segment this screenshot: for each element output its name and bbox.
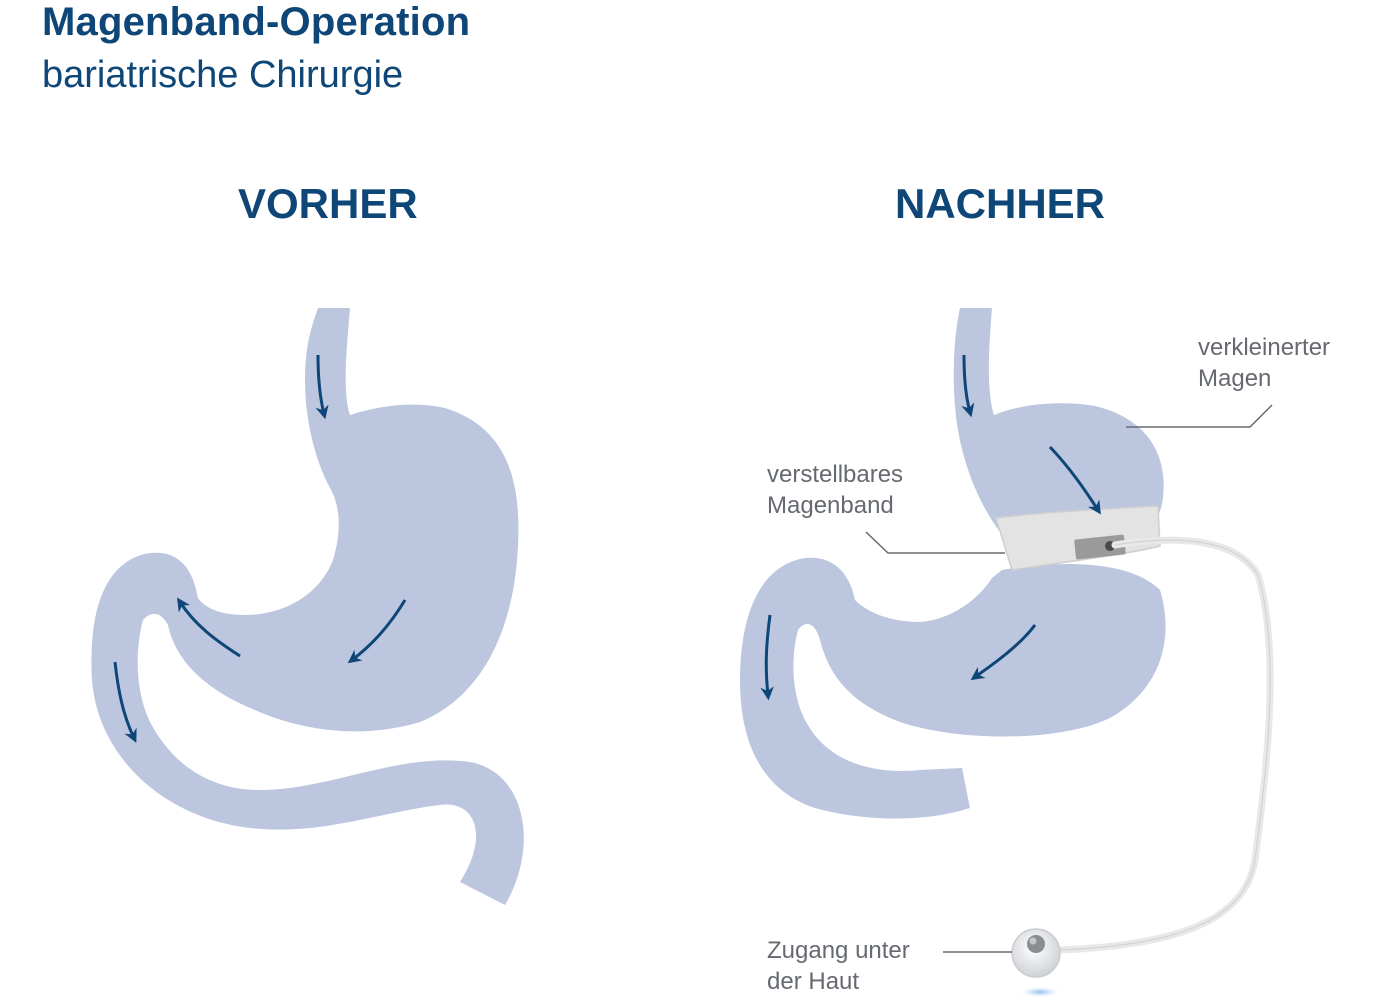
label-small-stomach-line2: Magen (1198, 365, 1272, 392)
stomach-after (740, 308, 1274, 998)
heading-before: VORHER (238, 180, 418, 227)
port-glow (1018, 986, 1062, 998)
flow-arrow-before-2 (347, 599, 407, 664)
label-access-port: Zugang unter der Haut (767, 935, 910, 997)
label-port-line1: Zugang unter (767, 937, 910, 964)
label-band-line1: verstellbares (767, 461, 904, 488)
page-title: Magenband-Operation (42, 0, 471, 44)
label-small-stomach: verkleinerter Magen (1198, 332, 1330, 394)
stomach-after-pouch (953, 308, 1164, 532)
flow-arrow-after-4 (760, 614, 774, 701)
label-band-line2: Magenband (767, 492, 894, 519)
label-port-line2: der Haut (767, 968, 860, 995)
stomach-before (91, 308, 524, 905)
stomach-after-lower (740, 557, 1166, 819)
label-small-stomach-line1: verkleinerter (1198, 334, 1331, 361)
heading-after: NACHHER (895, 180, 1105, 227)
flow-arrow-after-2 (1048, 445, 1101, 515)
leader-line-band (865, 531, 1005, 554)
stomach-before-body (91, 308, 524, 905)
flow-arrow-before-3 (177, 597, 241, 658)
flow-arrow-after-3 (970, 624, 1037, 681)
band-connector (1074, 534, 1126, 560)
flow-arrow-after-1 (961, 354, 975, 418)
flow-arrow-before-4 (113, 661, 137, 743)
label-adjustable-band: verstellbares Magenband (767, 459, 903, 521)
leader-line-small-stomach (1126, 404, 1273, 428)
gastric-band (995, 505, 1161, 571)
page-subtitle: bariatrische Chirurgie (42, 54, 404, 96)
access-port-center (1027, 935, 1045, 953)
flow-arrow-before-1 (315, 354, 329, 420)
